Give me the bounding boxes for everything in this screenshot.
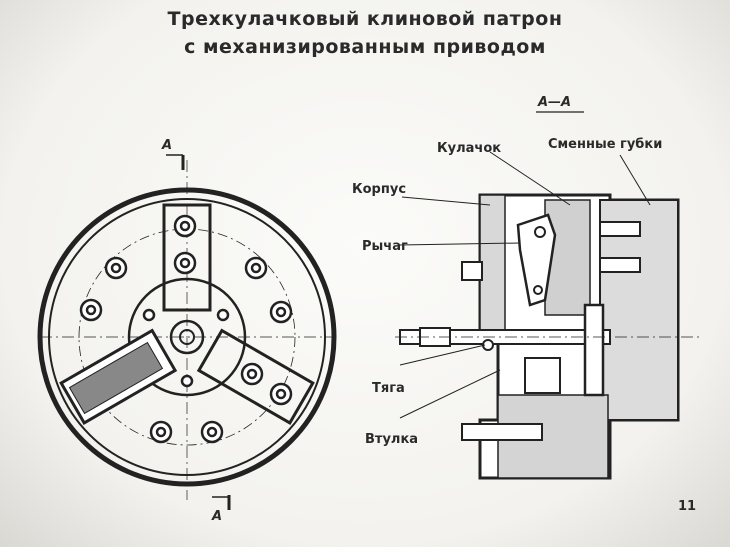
jaw-top (162, 203, 212, 312)
section-cut-marks (166, 154, 231, 510)
jaw-left-sectioned (59, 328, 178, 425)
chuck-front-view (37, 154, 337, 510)
bushing (583, 303, 605, 397)
jaw-right (196, 328, 315, 425)
page-number: 11 (678, 499, 696, 514)
title-line-1: Трехкулачковый клиновой патрон (167, 8, 563, 30)
title-line-2: с механизированным приводом (184, 36, 546, 58)
cut-mark-bottom: А (211, 509, 222, 524)
section-label: А—А (537, 95, 571, 110)
label-korpus: Корпус (352, 182, 406, 197)
leader-lines (399, 151, 651, 419)
label-smennye-gubki: Сменные губки (548, 137, 662, 152)
chuck-section-view (395, 151, 700, 480)
label-kulachok: Кулачок (437, 141, 501, 156)
cut-mark-top: А (161, 138, 172, 153)
label-rychag: Рычаг (362, 239, 408, 254)
label-tyaga: Тяга (372, 381, 405, 396)
bolts (79, 214, 293, 444)
label-vtulka: Втулка (365, 432, 418, 447)
lever (516, 213, 557, 307)
